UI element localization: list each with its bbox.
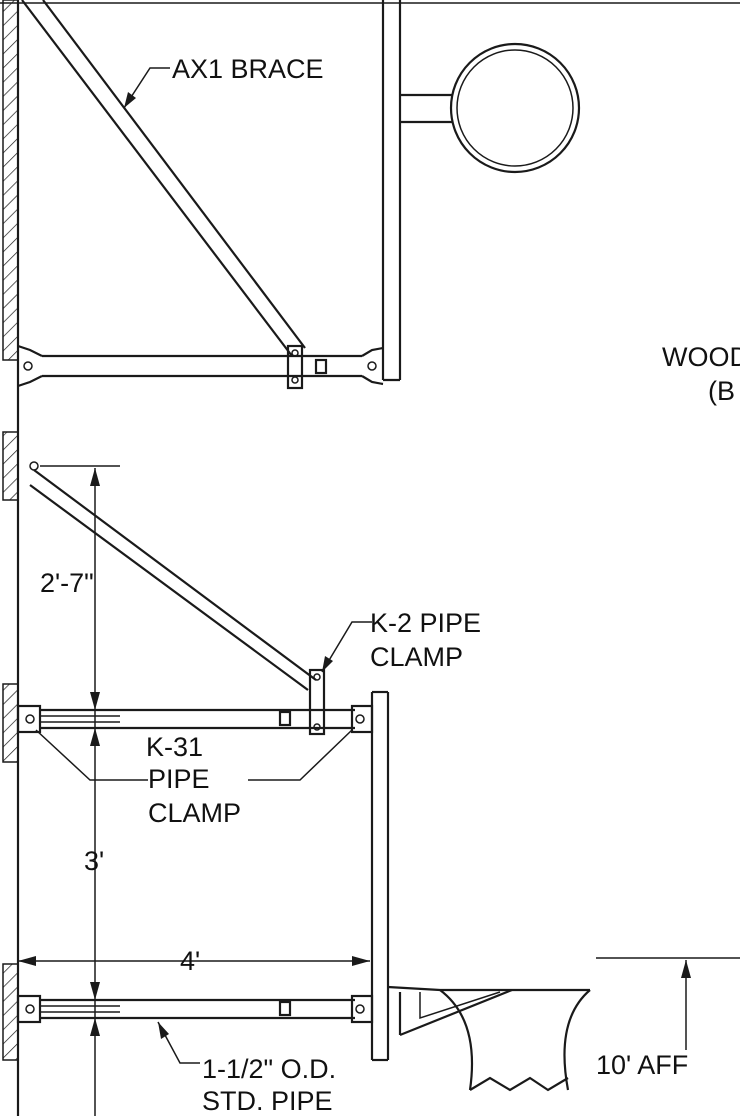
k31-clamp-label-1: K-31 [146, 732, 203, 762]
middle-backboard [370, 690, 390, 955]
dimension-2-7-label: 2'-7" [40, 568, 94, 598]
bottom-horizontal-pipe [16, 994, 374, 1024]
leader-lines [35, 67, 372, 1064]
dimension-3-label: 3' [84, 846, 104, 876]
aff-dimension [596, 957, 740, 1050]
bottom-goal-rim-and-net [387, 985, 591, 1092]
top-hoop [400, 42, 581, 174]
middle-diagonal-brace [29, 461, 317, 691]
middle-horizontal-pipe [16, 668, 374, 736]
k2-clamp-label-1: K-2 PIPE [370, 608, 481, 638]
top-backboard [381, 0, 402, 382]
top-diagonal-brace [21, 0, 306, 357]
ax1-brace-label: AX1 BRACE [172, 54, 324, 84]
dimension-4-label: 4' [180, 946, 200, 976]
wood-label-2: (B [708, 376, 735, 406]
k2-clamp-label-2: CLAMP [370, 642, 463, 672]
top-horizontal-pipe [17, 344, 384, 390]
aff-label: 10' AFF [596, 1050, 688, 1080]
bottom-backboard [370, 955, 390, 1062]
vertical-dimension-line [40, 465, 120, 1116]
horizontal-dimension-4ft [18, 956, 370, 966]
pipe-label-2: STD. PIPE [202, 1086, 333, 1116]
pipe-label-1: 1-1/2" O.D. [202, 1054, 336, 1084]
k31-clamp-label-2: PIPE [148, 764, 210, 794]
wall [2, 0, 20, 1116]
wood-label: WOOD [662, 342, 740, 372]
k31-clamp-label-3: CLAMP [148, 798, 241, 828]
